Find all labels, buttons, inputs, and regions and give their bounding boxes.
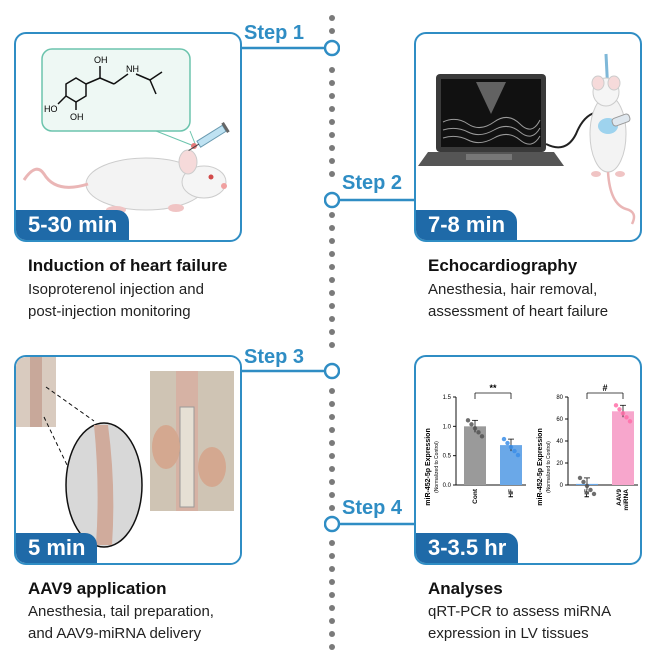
- step-2-desc-line1: Anesthesia, hair removal,: [428, 281, 598, 298]
- step-2-title: Echocardiography: [428, 256, 578, 275]
- molecule-nh-label: NH: [126, 64, 139, 74]
- step-4-desc-line2: expression in LV tissues: [428, 625, 589, 642]
- molecule-oh-label: OH: [94, 55, 108, 65]
- chart2-significance: #: [602, 383, 607, 393]
- chart1-category-label: HF: [508, 489, 515, 498]
- chart1-significance: **: [489, 383, 497, 393]
- step-3-title: AAV9 application: [28, 579, 167, 598]
- chart1-category-label: Cont: [472, 488, 479, 504]
- step-1-time-badge: 5-30 min: [16, 210, 130, 240]
- step-1-desc-line2: post-injection monitoring: [28, 303, 191, 320]
- chart1-tick-label: 1.5: [443, 395, 452, 401]
- chart2-bar-1: [612, 411, 634, 485]
- step-1-panel: OH NH HO OH 5-30 min: [14, 32, 242, 242]
- chart1-bar-0: [464, 426, 486, 485]
- echocardiography-illustration: [418, 53, 636, 225]
- chart2-category-label: AAV9miRNA: [616, 489, 630, 511]
- chart1-ylabel: miR-452-5p Expression: [425, 428, 432, 505]
- step-3-time-badge: 5 min: [16, 533, 98, 563]
- step-3-panel: 5 min: [14, 355, 242, 565]
- chart2-ylabel-sub: (Normalized to Control): [546, 441, 552, 493]
- step-4-label: Step 4: [342, 497, 403, 519]
- step-3-desc-line2: and AAV9-miRNA delivery: [28, 625, 202, 642]
- chart2-tick-label: 80: [556, 395, 563, 401]
- step-3-label: Step 3: [244, 346, 305, 368]
- chart1-tick-label: 1.0: [443, 424, 452, 430]
- step-2-label: Step 2: [342, 172, 403, 194]
- step-3-desc-line1: Anesthesia, tail preparation,: [28, 603, 214, 620]
- chart1-ylabel-sub: (Normalized to Control): [434, 441, 440, 493]
- step-4-time-badge: 3-3.5 hr: [416, 533, 519, 563]
- step-2-desc-line2: assessment of heart failure: [428, 303, 609, 320]
- step-1-desc-line1: Isoproterenol injection and: [28, 281, 204, 298]
- step-1-label: Step 1: [244, 22, 305, 44]
- step-4-desc-line1: qRT-PCR to assess miRNA: [428, 603, 612, 620]
- chart2-ylabel: miR-452-5p Expression: [537, 428, 544, 505]
- chart2-tick-label: 60: [556, 417, 563, 423]
- molecule-ho-label: HO: [44, 104, 58, 114]
- step-2-time-badge: 7-8 min: [416, 210, 518, 240]
- chart2-category-label: HF: [584, 489, 591, 498]
- step-2-panel: 7-8 min: [414, 32, 642, 242]
- tail-injection-photos: [16, 357, 240, 563]
- chart1-tick-label: 0.0: [443, 483, 452, 489]
- chart2-tick-label: 40: [556, 439, 563, 445]
- chart2-tick-label: 0: [560, 483, 564, 489]
- chart2-tick-label: 20: [556, 461, 563, 467]
- step-4-panel: miR-452-5p Expression (Normalized to Con…: [414, 355, 642, 565]
- mouse-injection-illustration: OH NH HO OH: [22, 48, 230, 214]
- step-4-title: Analyses: [428, 579, 503, 598]
- molecule-oh-ring-label: OH: [70, 112, 84, 122]
- qrtpcr-charts: miR-452-5p Expression (Normalized to Con…: [425, 383, 638, 511]
- step-1-title: Induction of heart failure: [28, 256, 228, 275]
- chart1-tick-label: 0.5: [443, 454, 452, 460]
